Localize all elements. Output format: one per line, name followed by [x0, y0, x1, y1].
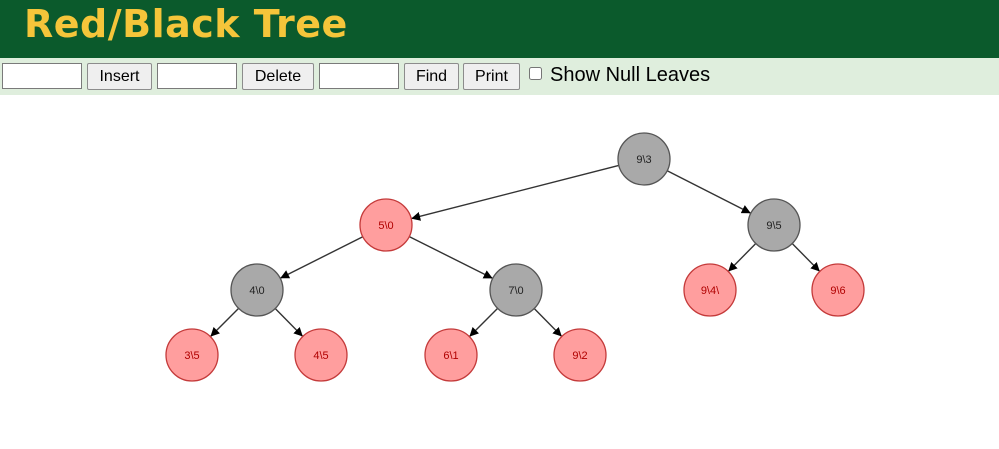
node-circle [683, 263, 737, 317]
header-bar: Red/Black Tree [0, 0, 999, 58]
tree-edge [279, 236, 364, 279]
insert-button[interactable]: Insert [87, 63, 152, 90]
show-null-leaves-checkbox[interactable] [529, 67, 542, 80]
node-circle [359, 198, 413, 252]
find-button[interactable]: Find [404, 63, 459, 90]
toolbar: Insert Delete Find Print Show Null Leave… [0, 58, 999, 95]
node-label: 6\1 [443, 350, 458, 362]
node-circle [165, 328, 219, 382]
tree-edge [274, 308, 304, 337]
red-tree-node: 9\6 [811, 263, 865, 317]
black-tree-node: 7\0 [489, 263, 543, 317]
node-label: 5\0 [378, 220, 393, 232]
print-button[interactable]: Print [463, 63, 520, 90]
red-tree-node: 9\2 [553, 328, 607, 382]
node-circle [811, 263, 865, 317]
node-circle [230, 263, 284, 317]
red-tree-node: 5\0 [359, 198, 413, 252]
nodes-layer: 9\3 5\0 9\5 4\0 7\0 9\4\ 9\6 3\5 4\5 6\1 9\2 [165, 132, 865, 382]
tree-canvas: 9\3 5\0 9\5 4\0 7\0 9\4\ 9\6 3\5 4\5 6\1 9\2 [165, 132, 865, 382]
node-label: 4\0 [249, 285, 264, 297]
node-label: 9\6 [830, 285, 845, 297]
tree-edge [727, 243, 757, 272]
node-label: 7\0 [508, 285, 523, 297]
red-tree-node: 3\5 [165, 328, 219, 382]
node-circle [747, 198, 801, 252]
delete-button[interactable]: Delete [242, 63, 314, 90]
show-null-leaves-label[interactable]: Show Null Leaves [550, 64, 711, 86]
tree-edge [411, 164, 619, 221]
red-tree-node: 4\5 [294, 328, 348, 382]
node-circle [294, 328, 348, 382]
page-title: Red/Black Tree [24, 2, 348, 46]
node-label: 9\2 [572, 350, 587, 362]
black-tree-node: 9\3 [617, 132, 671, 186]
red-tree-node: 9\4\ [683, 263, 737, 317]
insert-input[interactable] [2, 63, 82, 89]
node-label: 4\5 [313, 350, 328, 362]
edges-layer [209, 164, 821, 338]
black-tree-node: 4\0 [230, 263, 284, 317]
tree-edge [468, 307, 499, 338]
tree-edge [533, 308, 563, 337]
delete-input[interactable] [157, 63, 237, 89]
find-input[interactable] [319, 63, 399, 89]
node-label: 9\5 [766, 220, 781, 232]
node-circle [553, 328, 607, 382]
tree-edge [791, 243, 821, 272]
node-label: 9\4\ [701, 285, 720, 297]
tree-edge [666, 170, 752, 214]
node-circle [617, 132, 671, 186]
node-label: 3\5 [184, 350, 199, 362]
tree-edge [408, 235, 494, 280]
tree-edge [209, 307, 240, 338]
node-circle [424, 328, 478, 382]
red-tree-node: 6\1 [424, 328, 478, 382]
node-circle [489, 263, 543, 317]
black-tree-node: 9\5 [747, 198, 801, 252]
node-label: 9\3 [636, 154, 651, 166]
